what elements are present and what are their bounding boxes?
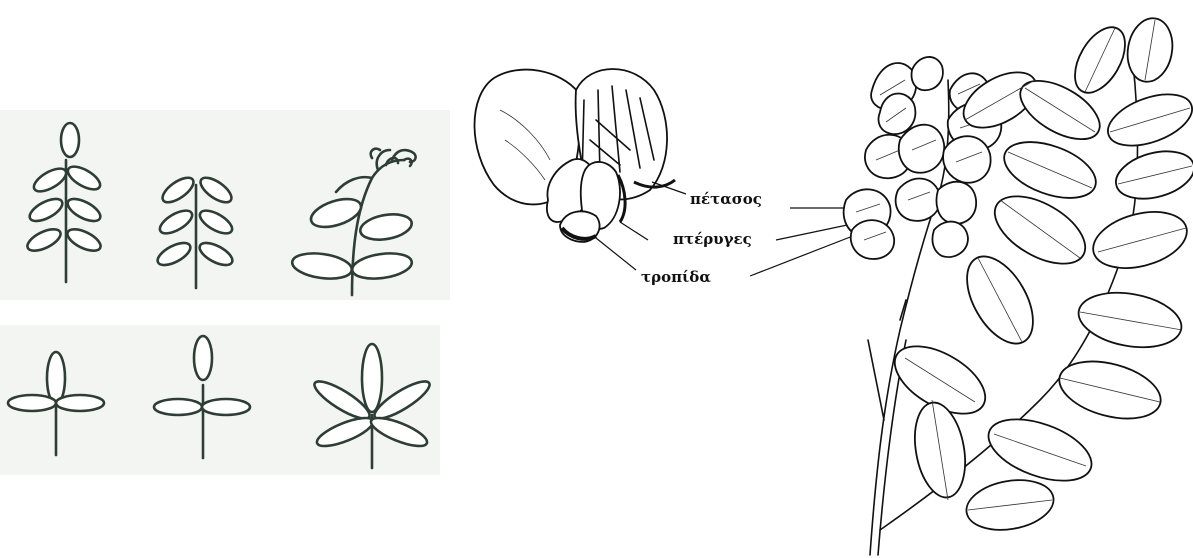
label-tropida: τροπίδα	[641, 268, 711, 286]
label-pteryges: πτέρυγες	[673, 230, 752, 248]
branch-leader-lines	[750, 208, 858, 276]
label-petasos: πέτασος	[690, 190, 762, 208]
flower-illustration	[475, 69, 676, 242]
flowering-branch-illustration	[844, 15, 1193, 555]
